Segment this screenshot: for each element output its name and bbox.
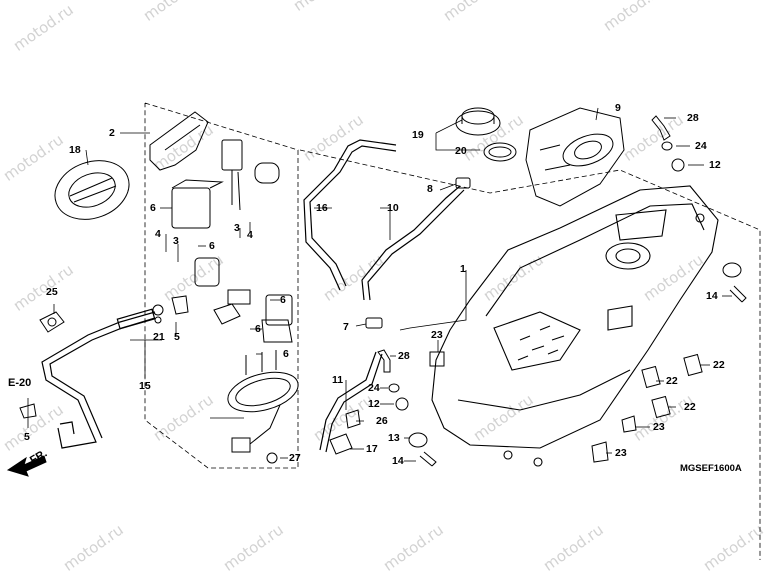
callout-14: 14 (706, 290, 718, 302)
part-13-grommets (408, 262, 742, 448)
part-11-drain-hose (319, 351, 383, 453)
callout-5: 5 (174, 331, 180, 343)
callout-28: 28 (687, 112, 699, 124)
part-2-pump-bracket (149, 111, 209, 171)
part-14-bolts (419, 285, 747, 467)
callout-13: 13 (388, 432, 400, 444)
part-15-fuel-hose (41, 308, 156, 449)
callout-21: 21 (153, 331, 165, 343)
part-5-screws (19, 295, 189, 419)
part-19-fuel-cap (455, 107, 501, 136)
callout-23: 23 (431, 329, 443, 341)
part-22-clips (641, 353, 703, 419)
callout-6: 6 (209, 240, 215, 252)
callout-12: 12 (368, 398, 380, 410)
callout-24: 24 (368, 382, 380, 394)
part-26-clamp (345, 409, 361, 429)
callout-8: 8 (427, 183, 433, 195)
part-20-gasket (483, 142, 517, 162)
callout-10: 10 (387, 202, 399, 214)
part-10-hose (361, 185, 465, 301)
callout-1: 1 (460, 263, 466, 275)
part-17-clamp (329, 433, 353, 455)
callout-27: 27 (289, 452, 301, 464)
part-7-joint (365, 317, 383, 329)
callout-16: 16 (316, 202, 328, 214)
callout-22: 22 (666, 375, 678, 387)
part-9-filler-tray (525, 107, 625, 207)
group-outline-fuel-pump (144, 102, 761, 560)
callout-3: 3 (234, 222, 240, 234)
callout-23: 23 (615, 447, 627, 459)
callout-9: 9 (615, 102, 621, 114)
callout-19: 19 (412, 129, 424, 141)
callout-4: 4 (247, 229, 253, 241)
callout-25: 25 (46, 286, 58, 298)
part-12-washers (395, 158, 685, 411)
callout-17: 17 (366, 443, 378, 455)
part-21-fittings (152, 304, 164, 324)
callout-20: 20 (455, 145, 467, 157)
callout-24: 24 (695, 140, 707, 152)
diagram-code: MGSEF1600A (680, 463, 742, 474)
callout-28: 28 (398, 350, 410, 362)
part-6-pump-module (171, 139, 293, 343)
callout-23: 23 (653, 421, 665, 433)
callout-6: 6 (280, 294, 286, 306)
callout-14: 14 (392, 455, 404, 467)
callout-18: 18 (69, 144, 81, 156)
part-18-rubber-seal (54, 160, 130, 220)
part-24-washers (388, 141, 673, 393)
part-16-breather-hose (303, 139, 397, 291)
part-28-screws (377, 115, 671, 373)
callout-15: 15 (139, 380, 151, 392)
leader-lines (27, 107, 732, 462)
part-27-nut (266, 452, 278, 464)
callout-22: 22 (713, 359, 725, 371)
callout-26: 26 (376, 415, 388, 427)
callout-3: 3 (173, 235, 179, 247)
part-8-joint (455, 177, 471, 189)
callout-6: 6 (283, 348, 289, 360)
callout-5: 5 (24, 431, 30, 443)
callout-12: 12 (709, 159, 721, 171)
part-1-fuel-tank (431, 185, 719, 467)
callout-4: 4 (155, 228, 161, 240)
part-25-clamp (39, 311, 65, 333)
reference-marker-e20: E-20 (8, 377, 32, 389)
callout-6: 6 (150, 202, 156, 214)
front-direction-arrow (6, 455, 47, 477)
callout-22: 22 (684, 401, 696, 413)
callout-2: 2 (109, 127, 115, 139)
part-pump-base-ring (227, 350, 299, 453)
part-23-clips (429, 351, 637, 463)
callout-11: 11 (332, 374, 344, 386)
callout-7: 7 (343, 321, 349, 333)
callout-6: 6 (255, 323, 261, 335)
